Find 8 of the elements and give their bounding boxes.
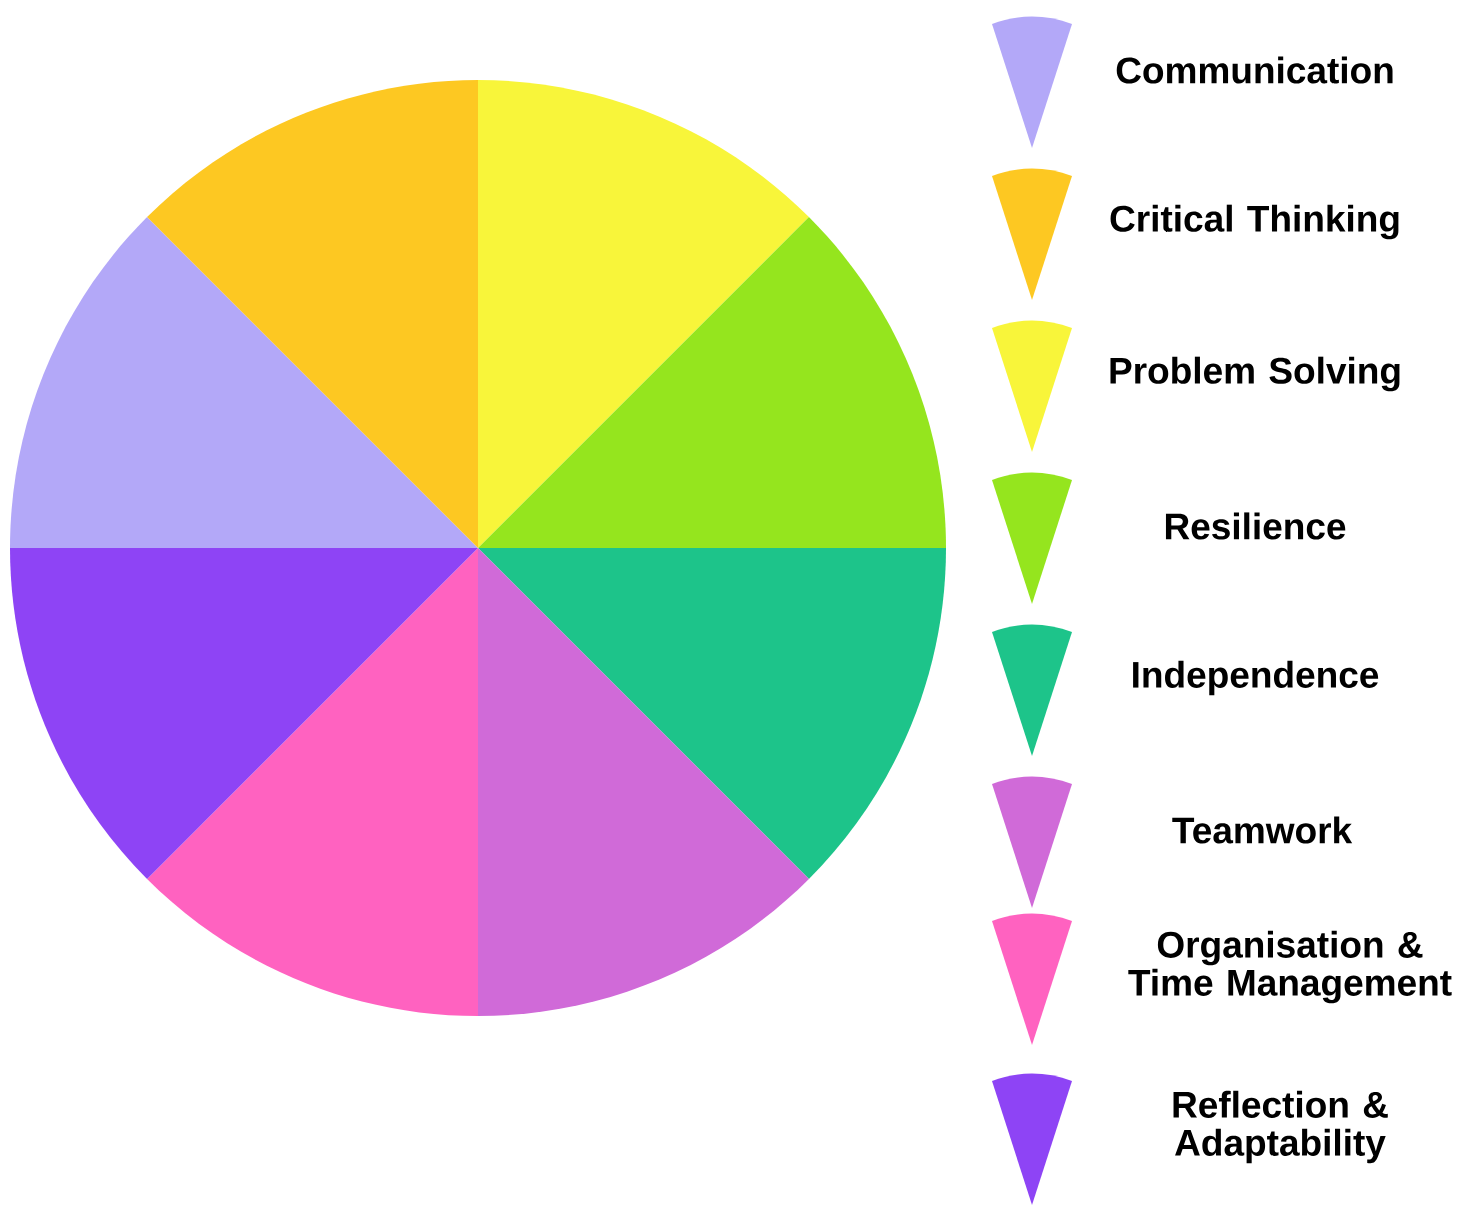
legend-label: Communication bbox=[1116, 56, 1393, 84]
legend-label: Organisation & Time Management bbox=[1128, 930, 1452, 1004]
legend-label: Teamwork bbox=[1172, 816, 1353, 844]
legend-label: Critical Thinking bbox=[1110, 204, 1399, 240]
legend-label: Problem Solving bbox=[1110, 356, 1400, 392]
legend-label: Resilience bbox=[1165, 512, 1346, 540]
legend-label: Reflection & Adaptability bbox=[1173, 1090, 1388, 1164]
legend-label: Independence bbox=[1133, 660, 1379, 696]
